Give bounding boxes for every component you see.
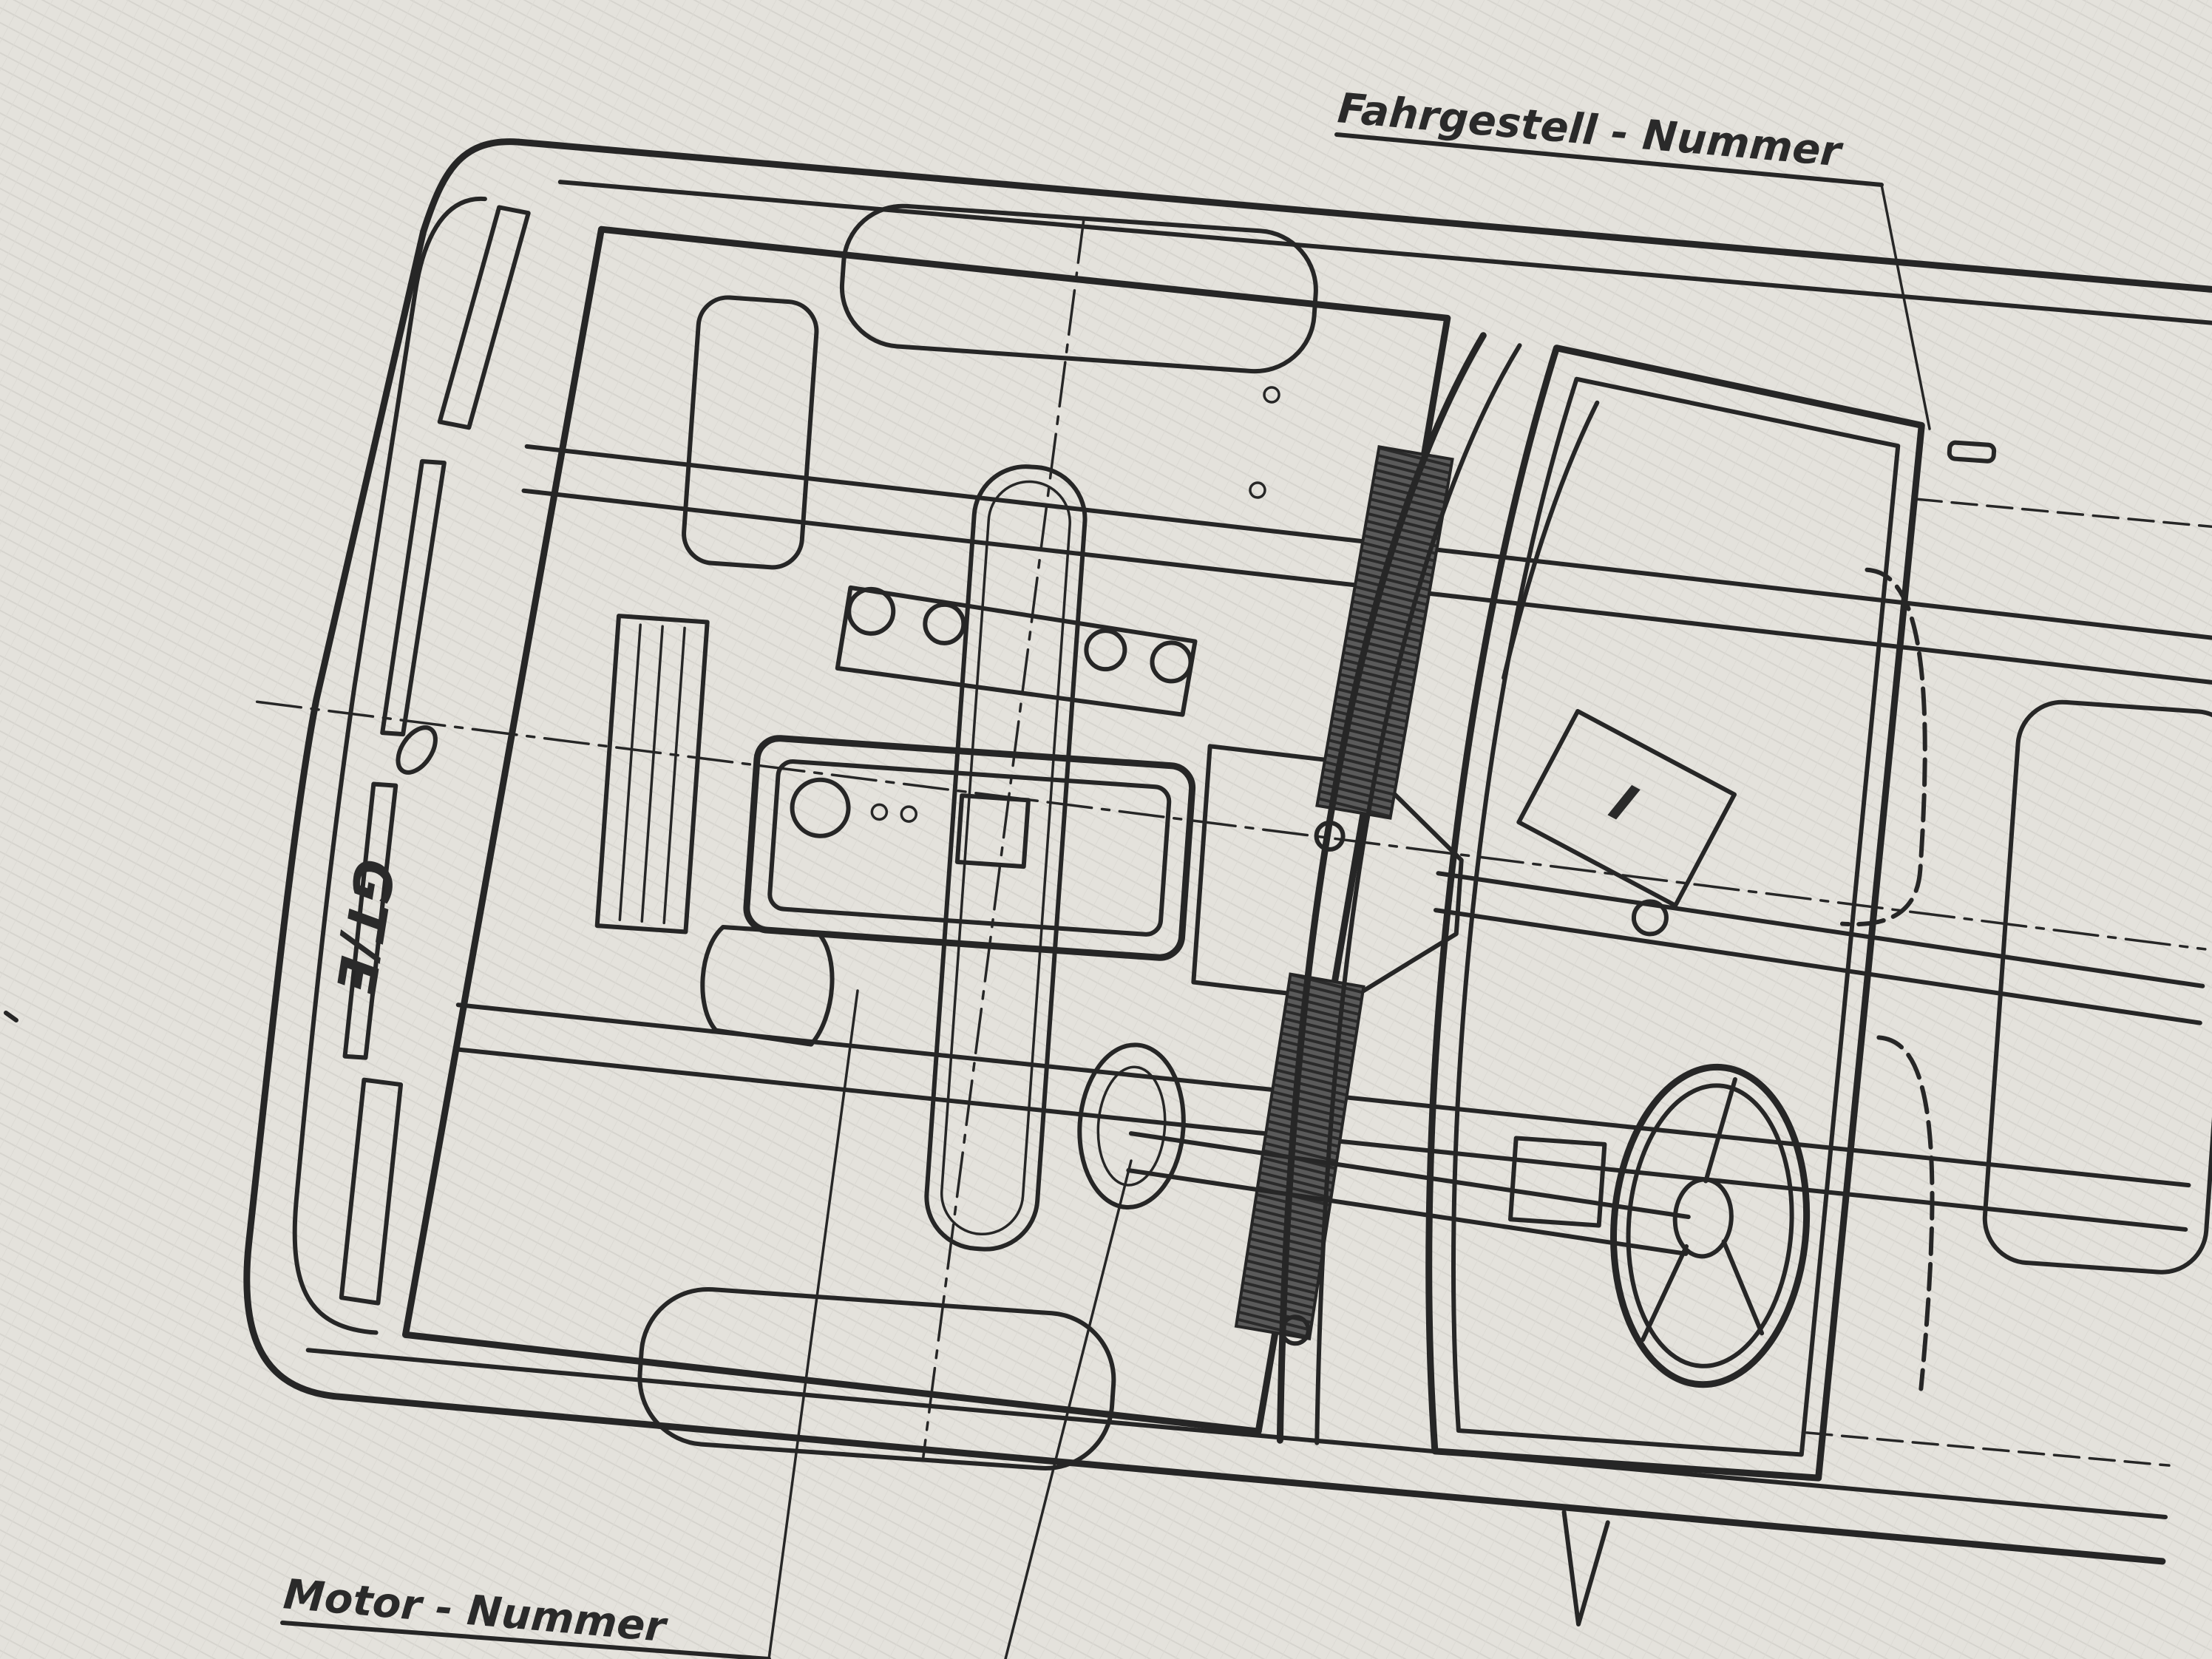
centre-axis — [255, 700, 2207, 951]
body-outline — [243, 138, 2166, 1565]
edge-mark — [4, 1011, 18, 1022]
engine-block — [743, 735, 1196, 961]
side-mirror — [1561, 1510, 1610, 1626]
front-wheel-lower — [637, 1286, 1116, 1470]
coolant-tank — [682, 295, 819, 570]
windscreen-frame — [1425, 345, 1925, 1482]
air-filter — [700, 924, 835, 1047]
oil-filler-cap — [790, 777, 851, 838]
car-body: GT/E — [243, 138, 2212, 1626]
front-seat-outline — [1839, 567, 1927, 927]
opel-emblem — [396, 725, 438, 775]
radiator — [594, 614, 710, 934]
engine-bay-frame — [401, 225, 1451, 1435]
front-bumper — [292, 197, 487, 1335]
headlight-lower — [339, 1077, 404, 1306]
propshaft — [1436, 871, 2205, 988]
firewall-vent-lower — [1234, 972, 1365, 1340]
brake-booster — [1077, 1042, 1186, 1210]
seat-panel — [1982, 699, 2212, 1275]
timing-belt — [924, 464, 1088, 1252]
steering-column — [1128, 1131, 1691, 1220]
headlight-upper — [437, 205, 531, 430]
grille-slot-upper — [380, 459, 447, 737]
grille-slot-lower — [342, 781, 398, 1060]
steering-wheel — [1610, 1063, 1811, 1388]
chassis-plate — [1947, 440, 1997, 464]
